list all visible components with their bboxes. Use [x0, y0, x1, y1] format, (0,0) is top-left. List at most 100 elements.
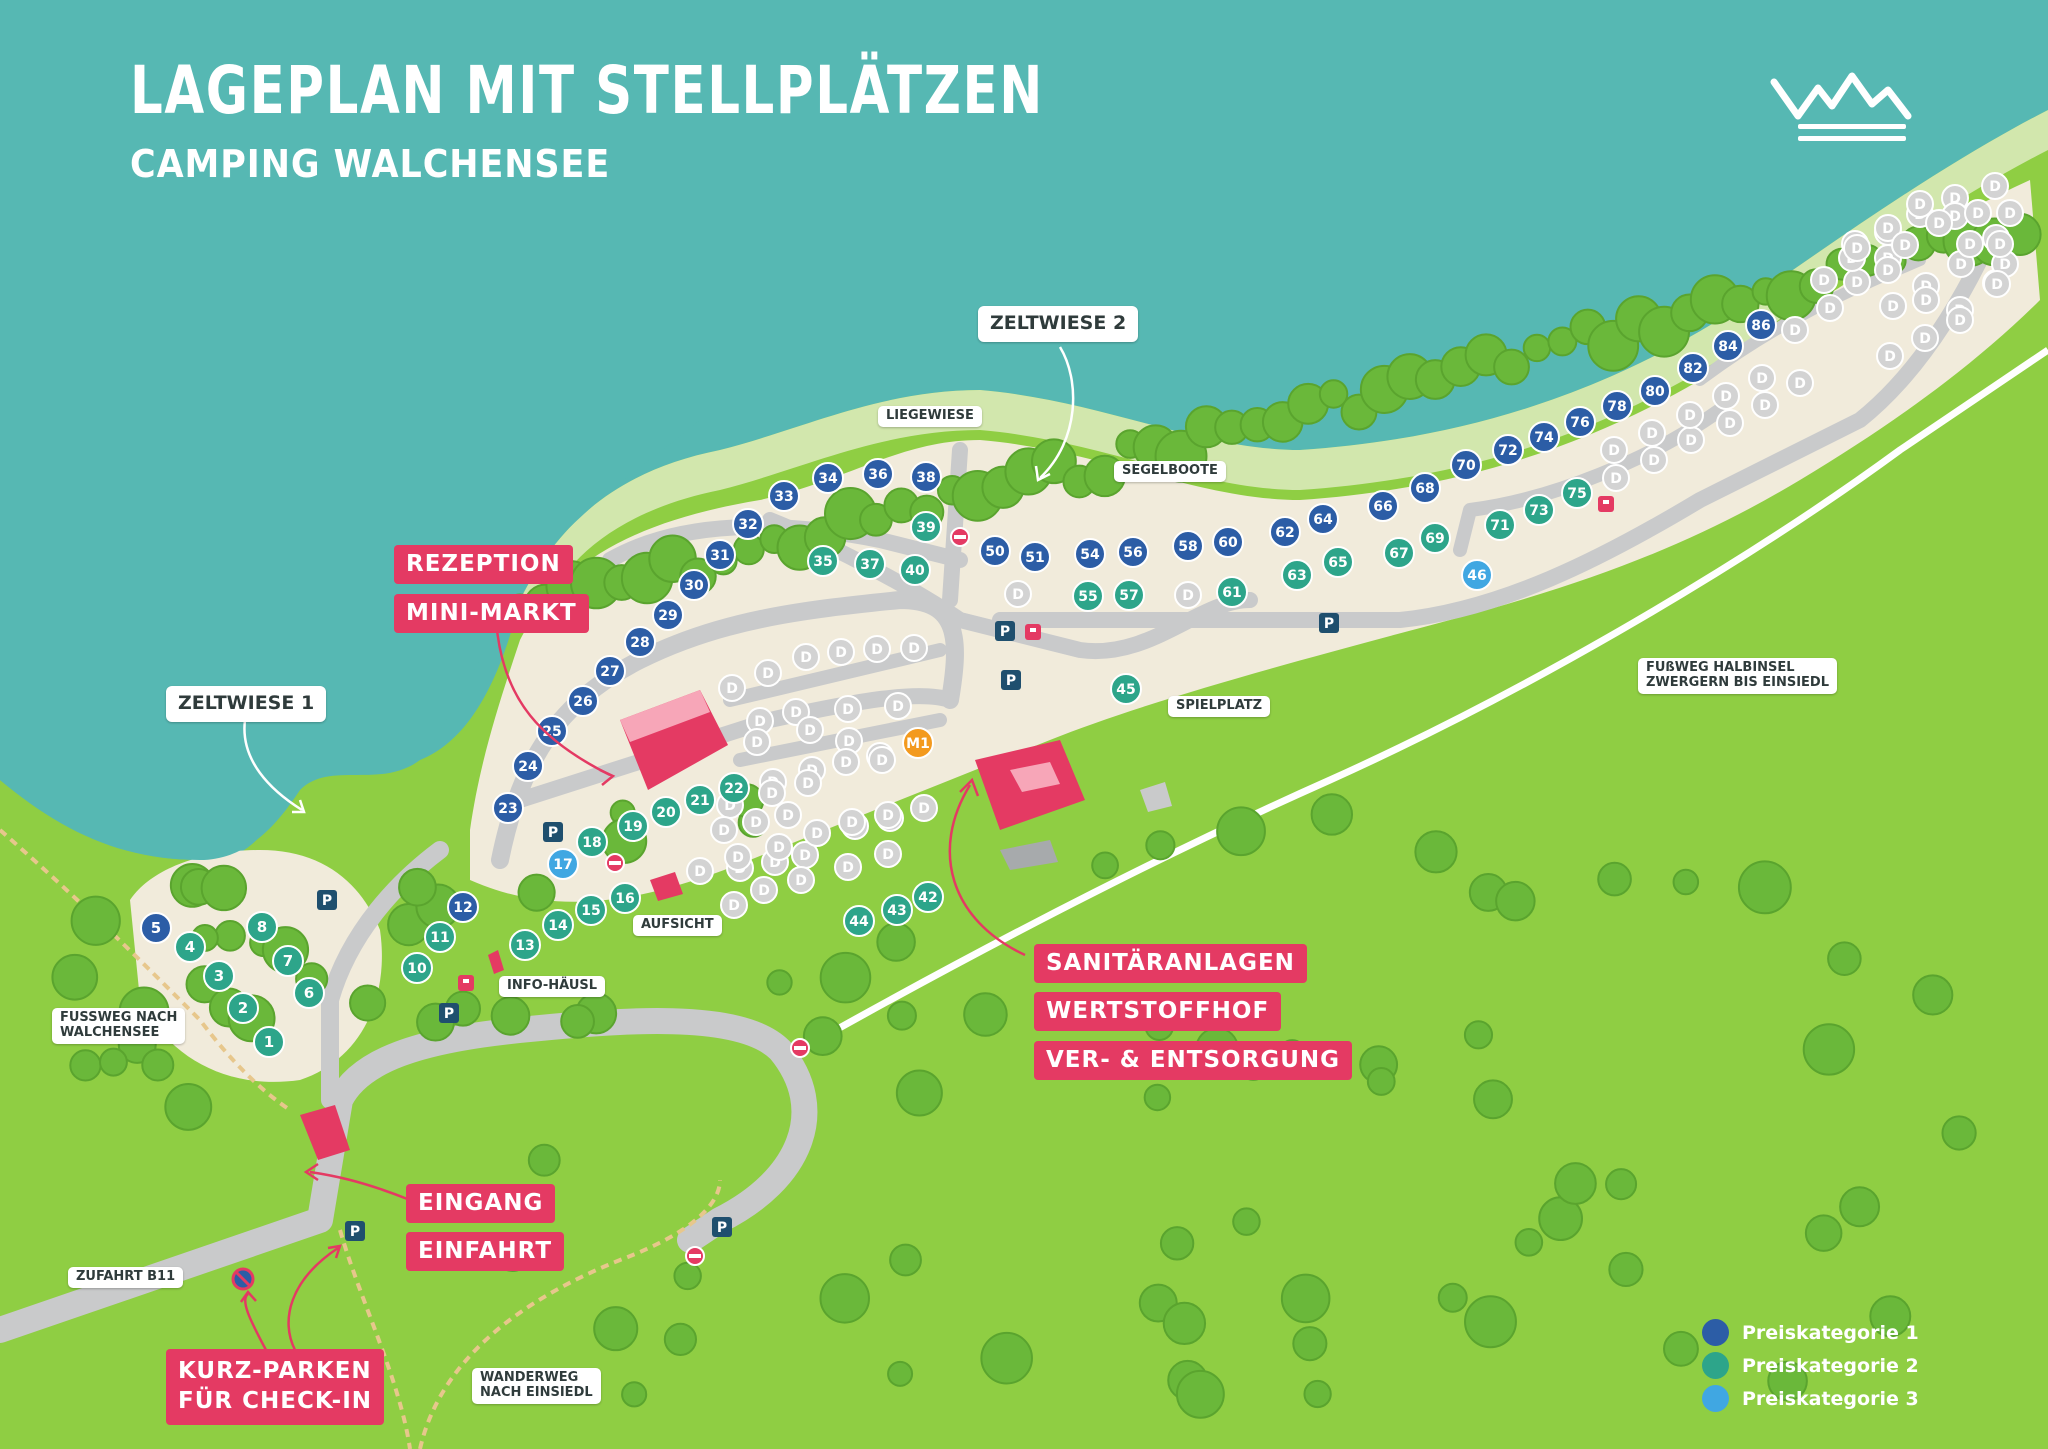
pitch-circle [650, 796, 682, 828]
default-pitch-marker: D [910, 794, 938, 822]
pitch-circle [768, 480, 800, 512]
label-zeltwiese-1: ZELTWIESE 1 [166, 686, 327, 722]
pitch-label: 45 [1116, 682, 1135, 698]
pitch-label: 3 [214, 967, 224, 985]
default-pitch-marker: D [1879, 292, 1907, 320]
no-entry-icon [950, 527, 970, 547]
tree [876, 922, 916, 962]
parking-icon: P [712, 1217, 732, 1237]
default-pitch-marker: D [758, 779, 786, 807]
tree [1767, 1360, 1808, 1402]
pitch-label: 38 [916, 470, 935, 486]
pitch-marker: 60 [1212, 526, 1244, 558]
tree [1091, 851, 1119, 880]
pitch-label: 62 [1275, 525, 1294, 541]
pitch-marker: 71 [1484, 509, 1516, 541]
tree [200, 864, 248, 912]
tree [1869, 1295, 1912, 1338]
tree [164, 1082, 213, 1131]
default-pitch-marker: D [827, 638, 855, 666]
label-rezeption: REZEPTION [394, 545, 573, 584]
no-parking-icon [231, 1267, 255, 1291]
label-kurz-parken-line1: KURZ-PARKEN [178, 1358, 372, 1384]
pitch-circle [910, 511, 942, 543]
default-pitch-circle [1956, 230, 1984, 258]
pitch-marker: 15 [575, 894, 607, 926]
tree [398, 867, 437, 907]
default-pitch-marker: D [794, 769, 822, 797]
pitch-circle [542, 909, 574, 941]
pitch-label: 51 [1025, 550, 1044, 566]
pitch-marker: 56 [1117, 536, 1149, 568]
label-spielplatz: SPIELPLATZ [1168, 696, 1271, 717]
pitch-circle [624, 626, 656, 658]
default-pitch-circle [1879, 292, 1907, 320]
pitch-circle [1072, 580, 1104, 612]
pitch-marker: 1 [253, 1026, 285, 1058]
pitch-circle [594, 655, 626, 687]
pitch-circle [912, 881, 944, 913]
label-aufsicht: AUFSICHT [633, 915, 722, 936]
tree [895, 1069, 943, 1117]
small-shed-2 [1140, 782, 1172, 812]
pitch-label: 18 [582, 835, 601, 851]
water-tap-icon [1598, 496, 1614, 512]
default-pitch-circle [758, 779, 786, 807]
tree [1175, 1369, 1225, 1419]
pitch-label: 36 [868, 467, 887, 483]
label-info-haeusl: INFO-HÄUSL [499, 976, 606, 997]
pitch-circle [843, 905, 875, 937]
tree [1310, 793, 1354, 836]
default-pitch-marker: D [1716, 409, 1744, 437]
pitch-circle [1110, 673, 1142, 705]
pitch-label: 16 [615, 891, 634, 907]
parking-sign [317, 890, 337, 910]
pitch-circle [1212, 526, 1244, 558]
pitch-circle [812, 462, 844, 494]
default-pitch-circle [796, 716, 824, 744]
pitch-circle [536, 715, 568, 747]
footpath-walchensee [0, 828, 292, 1112]
default-pitch-circle [1712, 382, 1740, 410]
default-pitch-marker: D [1876, 342, 1904, 370]
pitch-marker: 6 [293, 977, 325, 1009]
pitch-marker: 64 [1307, 503, 1339, 535]
default-pitch-circle [1891, 231, 1919, 259]
pitch-marker: 42 [912, 881, 944, 913]
pitch-label: 35 [813, 554, 832, 570]
tree [349, 984, 387, 1022]
default-pitch-marker: D [1602, 464, 1630, 492]
pitch-circle [1383, 537, 1415, 569]
water-tap-icon [458, 975, 474, 991]
default-pitch-marker: D [900, 634, 928, 662]
pitch-label: 44 [849, 914, 869, 930]
pitch-circle [1528, 421, 1560, 453]
pitch-marker: 78 [1601, 390, 1633, 422]
pitch-circle [1409, 472, 1441, 504]
parking-icon: P [439, 1003, 459, 1023]
pitch-circle [1307, 503, 1339, 535]
pitch-label: 40 [905, 563, 925, 579]
tree [963, 992, 1008, 1037]
pitch-circle [1601, 390, 1633, 422]
tree [1804, 1214, 1843, 1252]
sanitary-roof [1010, 762, 1060, 792]
label-einfahrt: EINFAHRT [406, 1232, 565, 1271]
pitch-marker: 69 [1419, 522, 1451, 554]
default-pitch-marker: D [874, 801, 902, 829]
default-pitch-circle [787, 866, 815, 894]
parking-sign [1319, 613, 1339, 633]
default-pitch-marker: D [792, 643, 820, 671]
label-wertstoffhof: WERTSTOFFHOF [1034, 992, 1282, 1031]
callout-arrows [239, 629, 1026, 1351]
pitch-marker: 23 [492, 792, 524, 824]
default-pitch-circle [1640, 446, 1668, 474]
default-pitch-label: D [1648, 453, 1660, 469]
default-pitch-marker: D [774, 801, 802, 829]
tree [1464, 1295, 1517, 1349]
pitch-marker: 84 [1712, 330, 1744, 362]
default-pitch-label: D [799, 848, 811, 864]
default-pitch-label: D [1824, 301, 1836, 317]
default-pitch-marker: D [1676, 401, 1704, 429]
pitch-circle [1461, 559, 1493, 591]
